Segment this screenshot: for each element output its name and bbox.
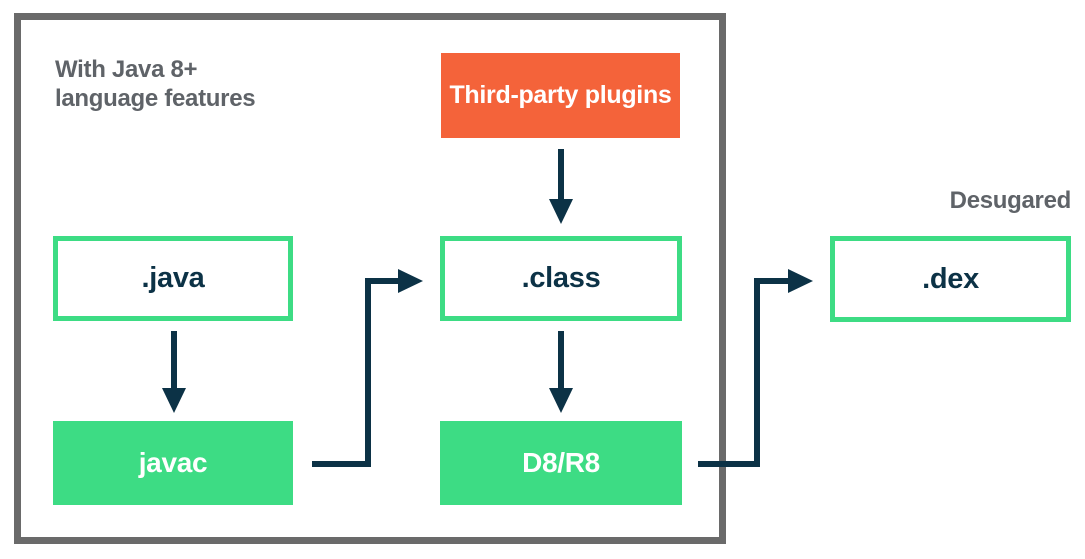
node-third-party-plugins: Third-party plugins xyxy=(441,53,680,138)
node-java-file-label: .java xyxy=(141,262,205,294)
node-third-party-plugins-label: Third-party plugins xyxy=(449,81,672,109)
node-class-file-label: .class xyxy=(521,262,601,294)
node-dex-file: .dex xyxy=(830,236,1071,322)
node-class-file: .class xyxy=(440,236,682,321)
node-javac: javac xyxy=(53,421,293,505)
node-java-file: .java xyxy=(53,236,293,321)
annotation-desugared: Desugared xyxy=(949,187,1072,214)
node-javac-label: javac xyxy=(138,447,208,478)
node-d8r8: D8/R8 xyxy=(440,421,682,505)
node-d8r8-label: D8/R8 xyxy=(522,447,600,478)
node-dex-file-label: .dex xyxy=(922,262,979,295)
annotation-with-java8: With Java 8+ language features xyxy=(55,56,256,113)
